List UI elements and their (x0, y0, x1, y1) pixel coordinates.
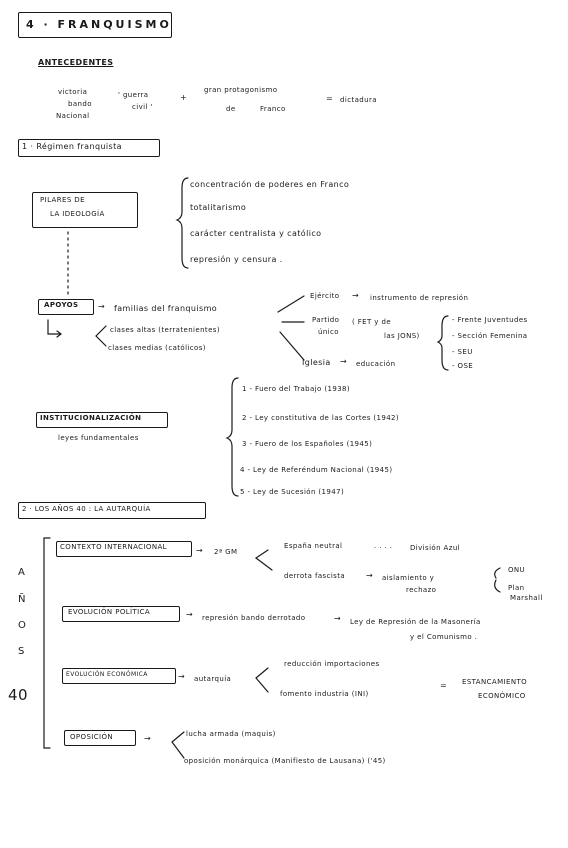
ley-item: 2 - Ley constitutiva de las Cortes (1942… (242, 414, 400, 422)
side-letter: Ñ (18, 594, 26, 605)
contexto-label: CONTEXTO INTERNACIONAL (60, 543, 167, 551)
evo-politica-arrow: → (186, 610, 194, 619)
comunismo-label: y el Comunismo . (410, 633, 478, 641)
partido-item: - OSE (452, 362, 474, 370)
pilar-item: concentración de poderes en Franco (190, 180, 350, 189)
partido-item: - SEU (452, 348, 473, 356)
evo-politica-box (62, 606, 180, 622)
estancamiento-equals: = (440, 681, 448, 690)
evo-politica-label: EVOLUCIÓN POLÍTICA (68, 608, 151, 616)
ley-item: 4 - Ley de Referéndum Nacional (1945) (240, 466, 393, 474)
antecedentes-dictadura: dictadura (340, 96, 377, 104)
antecedentes-franco: Franco (260, 105, 286, 113)
partido-item: - Sección Femenina (452, 332, 528, 340)
evo-economica-box (62, 668, 176, 684)
antecedentes-protagonismo: gran protagonismo (204, 86, 278, 94)
oposicion-label: OPOSICIÓN (70, 733, 114, 741)
antecedentes-victoria: victoria (58, 88, 88, 96)
marshall-label: Marshall (510, 594, 543, 602)
partido-label-line2: único (318, 328, 339, 336)
section1-heading-box (18, 139, 160, 157)
apoyos-label: APOYOS (44, 301, 79, 309)
dots-separator: . . . . (374, 542, 393, 550)
ley-represion: Ley de Represión de la Masonería (350, 618, 481, 626)
iglesia-label: Iglesia (302, 358, 331, 367)
pilares-box (32, 192, 138, 228)
autarquia-label: autarquía (194, 675, 232, 683)
antecedentes-de: de (226, 105, 236, 113)
antecedentes-equals: = (326, 94, 334, 103)
oposicion-monarquica: oposición monárquica (Manifiesto de Laus… (184, 757, 386, 765)
iglesia-arrow: → (340, 357, 348, 366)
partido-item: - Frente Juventudes (452, 316, 528, 324)
antecedentes-nacional: Nacional (56, 112, 90, 120)
institucionalizacion-label: INSTITUCIONALIZACIÓN (40, 414, 142, 422)
estancamiento-label: ESTANCAMIENTO (462, 678, 528, 686)
apoyos-arrow: → (98, 302, 106, 311)
side-letter: 40 (8, 686, 28, 704)
oposicion-arrow: → (144, 734, 152, 743)
section2-heading-box (18, 502, 206, 519)
partido-label-line1: Partido (312, 316, 340, 324)
antecedentes-heading: ANTECEDENTES (38, 58, 114, 67)
contexto-arrow: → (196, 546, 204, 555)
derrota-arrow: → (366, 571, 374, 580)
antecedentes-plus: + (180, 93, 188, 102)
division-azul: División Azul (410, 544, 461, 552)
lucha-armada: lucha armada (maquis) (186, 730, 276, 738)
clases-altas: clases altas (terratenientes) (110, 326, 220, 334)
apoyos-box (38, 299, 94, 315)
aislamiento-label: aislamiento y (382, 574, 435, 582)
side-letter: A (18, 567, 26, 578)
clases-medias: clases medias (católicos) (108, 344, 206, 352)
ley-item: 1 - Fuero del Trabajo (1938) (242, 385, 351, 393)
leyes-label: leyes fundamentales (58, 434, 139, 442)
partido-label-end: las JONS) (384, 332, 420, 340)
pilares-label-line1: PILARES DE (40, 196, 85, 204)
pilar-item: represión y censura . (190, 255, 283, 264)
ejercito-desc: instrumento de represión (370, 294, 469, 302)
antecedentes-bando: bando (68, 100, 92, 108)
pilar-item: carácter centralista y católico (190, 229, 322, 238)
reduccion-importaciones: reducción importaciones (284, 660, 380, 668)
espana-neutral: España neutral (284, 542, 343, 550)
ejercito-label: Ejército (310, 292, 340, 300)
economico-label: ECONÓMICO (478, 692, 526, 700)
onu-label: ONU (508, 566, 526, 574)
page-title: 4 · FRANQUISMO (26, 18, 172, 31)
represion-arrow: → (334, 614, 342, 623)
fomento-industria: fomento industria (INI) (280, 690, 369, 698)
represion-bando: represión bando derrotado (202, 614, 306, 622)
plan-label: Plan (508, 584, 525, 592)
familias-label: familias del franquismo (114, 304, 218, 313)
ley-item: 3 - Fuero de los Españoles (1945) (242, 440, 373, 448)
oposicion-box (64, 730, 136, 746)
pilares-label-line2: LA IDEOLOGÍA (50, 210, 105, 218)
side-letter: O (18, 620, 27, 631)
title-box (18, 12, 172, 38)
antecedentes-civil: civil ' (132, 103, 153, 111)
partido-label-mid: ( FET y de (352, 318, 392, 326)
section2-heading: 2 · LOS AÑOS 40 : LA AUTARQUÍA (22, 505, 151, 513)
evo-economica-label: EVOLUCIÓN ECONÓMICA (66, 671, 148, 678)
gm-label: 2ª GM (214, 548, 238, 556)
rechazo-label: rechazo (406, 586, 437, 594)
ley-item: 5 - Ley de Sucesión (1947) (240, 488, 345, 496)
derrota-fascista: derrota fascista (284, 572, 346, 580)
ejercito-arrow: → (352, 291, 360, 300)
educacion-label: educación (356, 360, 396, 368)
section1-heading: 1 · Régimen franquista (22, 142, 122, 151)
evo-economica-arrow: → (178, 672, 186, 681)
institucionalizacion-box (36, 412, 168, 428)
pilar-item: totalitarismo (190, 203, 247, 212)
side-letter: S (18, 646, 25, 657)
contexto-box (56, 541, 192, 557)
antecedentes-guerra: ' guerra (118, 91, 149, 99)
